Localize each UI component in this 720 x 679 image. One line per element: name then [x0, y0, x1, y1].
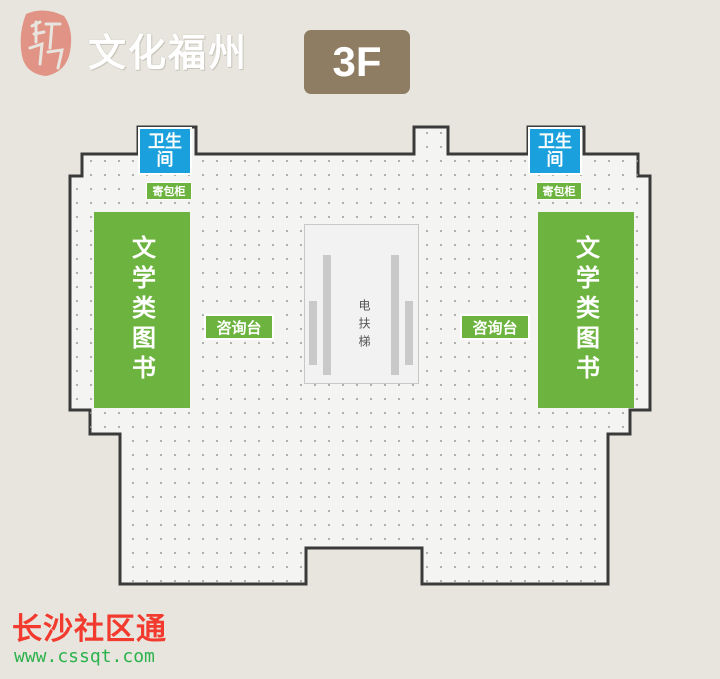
- escalator-rail: [309, 301, 317, 365]
- info-desk-left: 咨询台: [204, 314, 274, 340]
- watermark-url[interactable]: www.cssqt.com: [14, 646, 155, 667]
- restroom-right-label: 卫生间: [538, 132, 572, 170]
- literature-books-left: 文学类图书: [94, 212, 190, 408]
- escalator-rail: [405, 301, 413, 365]
- seal-logo: [20, 10, 72, 77]
- brand-title: 文化福州: [88, 30, 249, 75]
- escalator: 电扶梯: [304, 224, 419, 384]
- info-desk-right: 咨询台: [460, 314, 530, 340]
- restroom-left-label: 卫生间: [148, 132, 182, 170]
- floor-badge: 3F: [304, 30, 410, 94]
- locker-left: 寄包柜: [146, 182, 192, 200]
- literature-books-right: 文学类图书: [538, 212, 634, 408]
- escalator-label: 电扶梯: [357, 299, 371, 353]
- restroom-left: 卫生间: [138, 127, 192, 175]
- escalator-rail: [391, 255, 399, 375]
- watermark-site-name: 长沙社区通: [12, 612, 167, 647]
- restroom-right: 卫生间: [528, 127, 582, 175]
- locker-right: 寄包柜: [536, 182, 582, 200]
- escalator-rail: [323, 255, 331, 375]
